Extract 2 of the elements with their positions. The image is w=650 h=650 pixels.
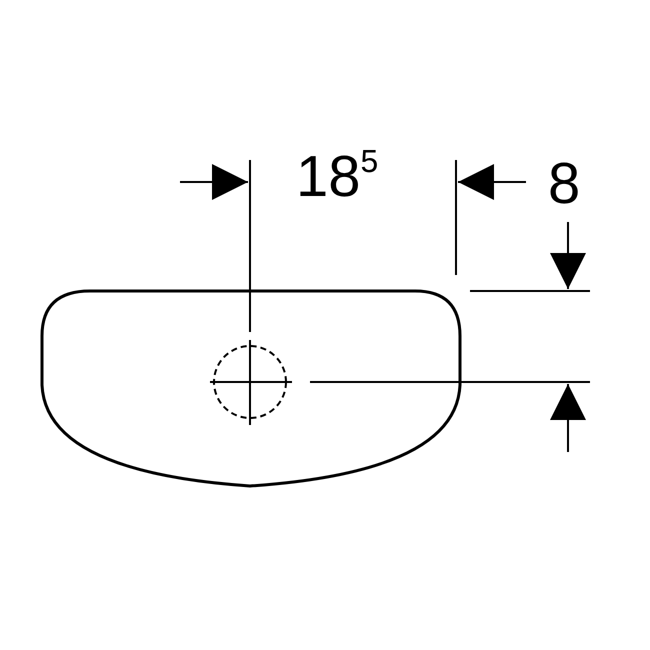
dimension-label: 18$^{5}$: [296, 148, 378, 206]
dimension-label: 8: [548, 155, 580, 213]
